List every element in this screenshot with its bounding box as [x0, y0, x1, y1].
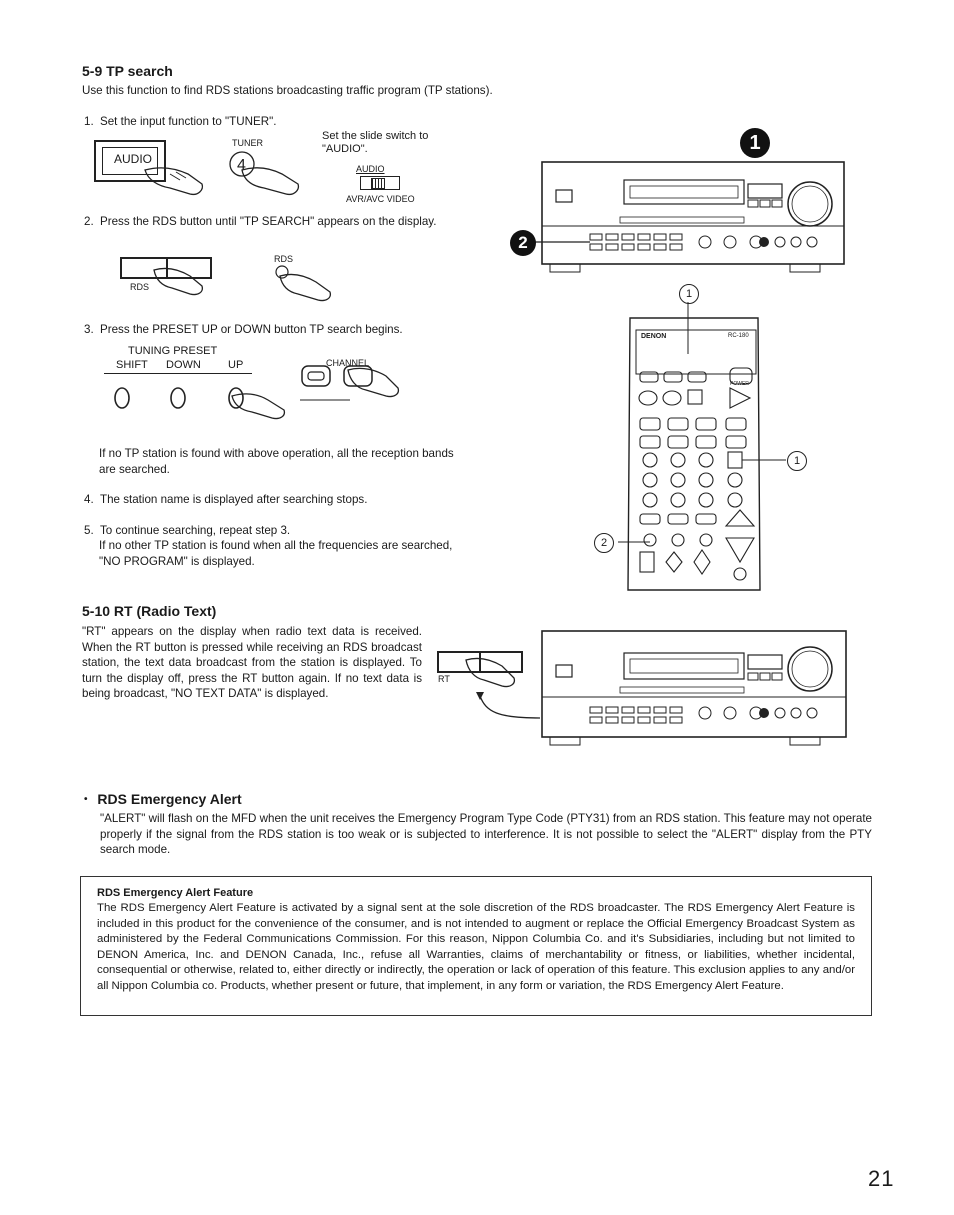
callout-1-badge: 1	[740, 128, 770, 158]
section-title-alert: RDS Emergency Alert	[97, 791, 242, 807]
remote-control-illustration	[618, 302, 786, 591]
step-4: 4. The station name is displayed after se…	[84, 492, 367, 508]
rds-label: RDS	[130, 282, 150, 292]
bullet-icon: •	[84, 794, 88, 805]
step-text: To continue searching, repeat step 3.	[100, 524, 291, 537]
audio-button-frame: AUDIO	[94, 140, 166, 182]
remote-brand: DENON	[641, 333, 667, 340]
rt-label: RT	[438, 674, 450, 684]
remote-callout-2: 2	[594, 533, 614, 553]
remote-callout-1-top: 1	[679, 284, 699, 304]
preset-buttons-icon	[114, 387, 286, 420]
remote-power-label: POWER	[730, 381, 749, 387]
step-text: Set the input function to "TUNER".	[100, 115, 277, 128]
tuning-preset-label: TUNING PRESET	[128, 345, 218, 357]
tuner-label: TUNER	[232, 138, 263, 148]
alert-body: "ALERT" will flash on the MFD when the u…	[100, 812, 872, 856]
label-underline	[104, 373, 252, 374]
step-5: 5. To continue searching, repeat step 3.	[84, 523, 290, 539]
audio-button-label: AUDIO	[114, 152, 153, 166]
step-text: Press the PRESET UP or DOWN button TP se…	[100, 323, 403, 336]
down-label: DOWN	[166, 359, 201, 371]
step-1: 1. Set the input function to "TUNER".	[84, 114, 276, 130]
alert-heading: • RDS Emergency Alert	[84, 791, 242, 807]
svg-text:4: 4	[237, 157, 246, 174]
tp-intro: Use this function to find RDS stations b…	[82, 84, 493, 97]
feature-box-body: The RDS Emergency Alert Feature is activ…	[97, 902, 855, 992]
section-title-tp-search: 5-9 TP search	[82, 63, 173, 79]
step-5-detail: If no other TP station is found when all…	[99, 539, 453, 568]
step-2: 2. Press the RDS button until "TP SEARCH"…	[84, 214, 460, 230]
up-label: UP	[228, 359, 244, 371]
feature-box: RDS Emergency Alert Feature The RDS Emer…	[80, 876, 872, 1016]
slide-switch-note: Set the slide switch to "AUDIO".	[322, 130, 429, 155]
step-number: 4.	[84, 493, 94, 506]
rds-label-remote: RDS	[274, 254, 294, 264]
channel-label: CHANNEL	[326, 358, 370, 368]
channel-button-hand-icon	[300, 365, 400, 401]
step-text: The station name is displayed after sear…	[100, 493, 368, 506]
step-number: 2.	[84, 215, 94, 228]
remote-rds-hand-icon	[275, 265, 332, 302]
callout-2-badge: 2	[510, 230, 536, 256]
slide-switch	[360, 176, 400, 190]
step-number: 5.	[84, 524, 94, 537]
step-text: Press the RDS button until "TP SEARCH" a…	[100, 215, 437, 228]
shift-label: SHIFT	[116, 359, 148, 371]
hand-pointer-icon	[153, 267, 204, 296]
page-number: 21	[868, 1166, 895, 1191]
step-number: 1.	[84, 115, 94, 128]
remote-callout-1-side: 1	[787, 451, 807, 471]
receiver-front-panel-top	[530, 161, 845, 273]
rt-hand-arrow-icon	[465, 657, 541, 719]
tp-note: If no TP station is found with above ope…	[99, 447, 454, 476]
slide-avrvideo-label: AVR/AVC VIDEO	[346, 194, 415, 204]
step-3: 3. Press the PRESET UP or DOWN button TP …	[84, 322, 403, 338]
slide-audio-label: AUDIO	[356, 164, 385, 174]
rt-body: "RT" appears on the display when radio t…	[82, 625, 422, 700]
step-number: 3.	[84, 323, 94, 336]
feature-box-title: RDS Emergency Alert Feature	[97, 887, 254, 899]
section-title-rt: 5-10 RT (Radio Text)	[82, 603, 217, 619]
receiver-front-panel-bottom	[541, 630, 847, 746]
hand-pointer-icon	[144, 167, 204, 196]
tuner-button-hand-icon: 4	[229, 151, 300, 196]
rt-button-pair	[437, 651, 523, 673]
remote-model: RC-180	[728, 333, 749, 339]
